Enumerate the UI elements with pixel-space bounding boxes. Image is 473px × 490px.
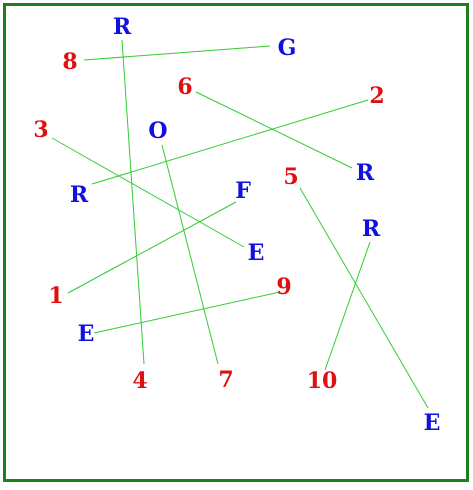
number-label-3: 3	[33, 117, 48, 143]
number-label-4: 4	[132, 368, 147, 394]
number-label-10: 10	[307, 368, 338, 394]
number-label-9: 9	[276, 274, 291, 300]
connector-line-10	[324, 241, 371, 371]
letter-label-r-6: R	[356, 160, 375, 186]
number-label-1: 1	[48, 283, 63, 309]
letter-label-r-10: R	[362, 216, 381, 242]
letter-label-o-7: O	[148, 118, 167, 144]
connector-line-5	[299, 187, 429, 409]
letter-label-f-1: F	[235, 178, 251, 204]
letter-label-r-2: R	[70, 182, 89, 208]
letter-label-e-9: E	[78, 321, 95, 347]
letter-label-e-5: E	[424, 410, 441, 436]
number-label-5: 5	[283, 164, 298, 190]
number-label-6: 6	[177, 74, 192, 100]
connector-line-8	[83, 45, 271, 61]
connector-line-3	[51, 137, 245, 248]
connector-lines	[51, 39, 429, 409]
letter-label-e-3: E	[248, 240, 265, 266]
letter-label-r-4: R	[113, 14, 132, 40]
number-label-7: 7	[218, 367, 233, 393]
puzzle-frame	[3, 3, 469, 482]
connector-line-2	[91, 99, 369, 185]
connector-line-1	[67, 201, 237, 294]
number-label-2: 2	[369, 83, 384, 109]
connector-line-4	[121, 39, 145, 365]
number-label-8: 8	[62, 49, 77, 75]
connector-line-7	[161, 144, 219, 365]
letter-label-g-8: G	[278, 35, 297, 61]
connector-line-6	[195, 91, 353, 169]
connector-line-9	[93, 291, 281, 334]
